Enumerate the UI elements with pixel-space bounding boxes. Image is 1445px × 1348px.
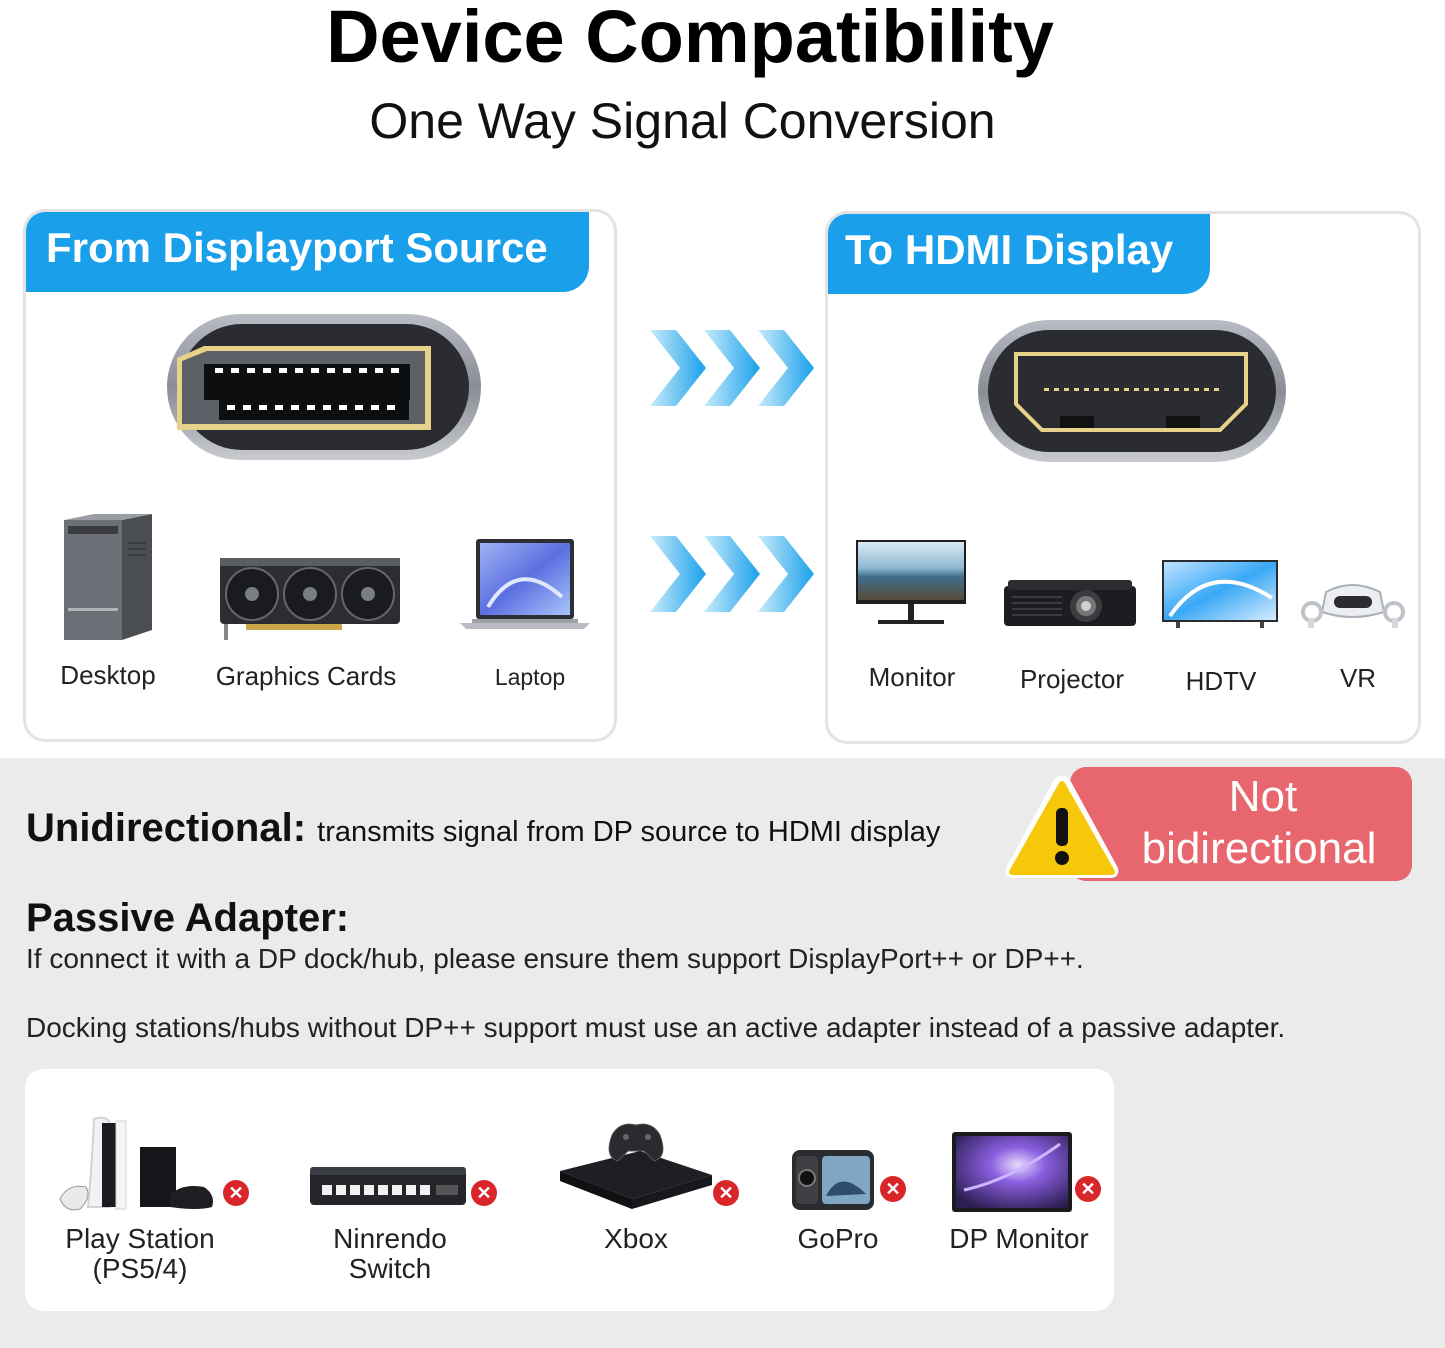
label-line-1: Play Station bbox=[65, 1223, 215, 1254]
incompatible-label-switch: Ninrendo Switch bbox=[300, 1224, 480, 1284]
unidirectional-line: Unidirectional: transmits signal from DP… bbox=[26, 806, 940, 851]
page-subtitle: One Way Signal Conversion bbox=[369, 93, 996, 149]
passive-adapter-text-2: Docking stations/hubs without DP++ suppo… bbox=[26, 1012, 1286, 1043]
unidirectional-label: Unidirectional: bbox=[26, 806, 307, 850]
device-label-desktop: Desktop bbox=[60, 660, 156, 690]
warning-triangle-icon bbox=[1005, 775, 1119, 878]
device-label-laptop: Laptop bbox=[494, 664, 566, 690]
incompatible-label-dp-monitor: DP Monitor bbox=[949, 1223, 1089, 1254]
graphics-card-icon bbox=[220, 558, 400, 640]
unidirectional-description: transmits signal from DP source to HDMI … bbox=[317, 816, 941, 848]
device-label-hdtv: HDTV bbox=[1185, 666, 1257, 696]
page-title: Device Compatibility bbox=[326, 0, 1054, 78]
device-label-projector: Projector bbox=[1019, 664, 1125, 694]
device-label-vr: VR bbox=[1339, 663, 1377, 693]
xbox-console-icon bbox=[560, 1123, 712, 1209]
display-panel-heading: To HDMI Display bbox=[828, 214, 1210, 294]
hdtv-icon bbox=[1162, 560, 1278, 628]
network-switch-icon bbox=[310, 1167, 466, 1205]
incompatible-label-gopro: GoPro bbox=[797, 1223, 879, 1254]
not-bidirectional-badge: Not bidirectional bbox=[1070, 767, 1412, 881]
incompatible-x-icon: ✕ bbox=[223, 1180, 249, 1206]
laptop-icon bbox=[460, 539, 590, 629]
incompatible-x-icon: ✕ bbox=[713, 1180, 739, 1206]
chevron-arrows-icon bbox=[650, 536, 814, 612]
chevron-arrows-icon bbox=[650, 330, 814, 406]
incompatible-x-icon: ✕ bbox=[880, 1176, 906, 1202]
label-line-2: Switch bbox=[348, 1253, 432, 1284]
label-line-1: Ninrendo bbox=[333, 1223, 447, 1254]
badge-line-1: Not bbox=[1228, 772, 1298, 821]
incompatible-label-playstation: Play Station (PS5/4) bbox=[50, 1224, 230, 1284]
incompatible-x-icon: ✕ bbox=[471, 1180, 497, 1206]
gopro-camera-icon bbox=[792, 1150, 874, 1210]
device-label-graphics-cards: Graphics Cards bbox=[215, 661, 397, 691]
label-line-2: (PS5/4) bbox=[92, 1253, 188, 1284]
dp-monitor-icon bbox=[952, 1132, 1072, 1212]
desktop-tower-icon bbox=[64, 514, 152, 640]
passive-adapter-text-1: If connect it with a DP dock/hub, please… bbox=[26, 943, 1084, 974]
vr-headset-icon bbox=[1301, 584, 1405, 628]
source-panel-heading: From Displayport Source bbox=[26, 212, 589, 292]
playstation-console-icon bbox=[59, 1116, 213, 1211]
display-panel: To HDMI Display Monitor Projector bbox=[825, 211, 1421, 744]
passive-adapter-heading: Passive Adapter: bbox=[26, 896, 350, 940]
hdmi-connector-icon bbox=[978, 320, 1286, 462]
incompatible-x-icon: ✕ bbox=[1075, 1176, 1101, 1202]
projector-icon bbox=[1004, 580, 1136, 626]
displayport-connector-icon bbox=[167, 314, 481, 460]
monitor-icon bbox=[856, 540, 966, 624]
device-label-monitor: Monitor bbox=[868, 662, 956, 692]
incompatible-label-xbox: Xbox bbox=[604, 1223, 668, 1254]
badge-line-2: bidirectional bbox=[1141, 824, 1377, 873]
source-panel: From Displayport Source Desktop bbox=[23, 209, 617, 742]
